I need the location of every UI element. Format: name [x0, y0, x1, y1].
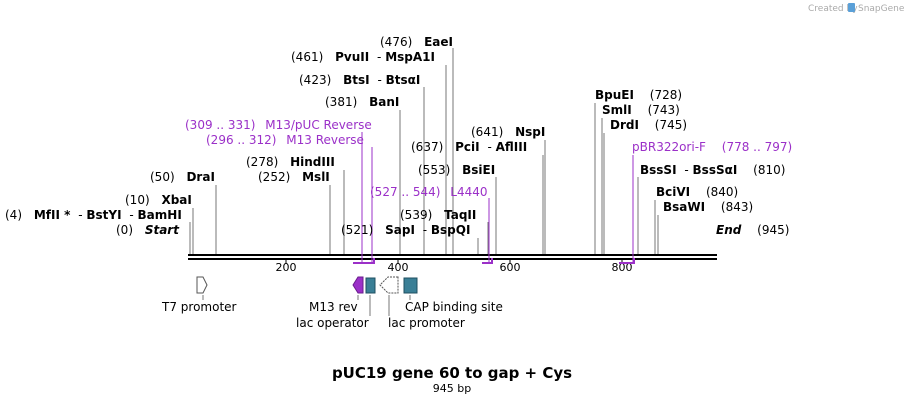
brand-text: SnapGene — [858, 4, 905, 14]
lac-operator-box — [365, 277, 376, 294]
primer-pbr322-arrow — [619, 258, 635, 264]
site-label-bsawi: BsaWI (843) — [663, 200, 753, 214]
primer-label-pbr322ori-f: pBR322ori-F (778 .. 797) — [632, 140, 792, 154]
primer-m13-arrow — [353, 258, 375, 264]
site-label-nspi: (641) NspI — [471, 125, 545, 139]
site-label-smli: SmlI (743) — [602, 103, 680, 117]
site-label-drdi: DrdI (745) — [610, 118, 687, 132]
site-label-bsiei: (553) BsiEI — [418, 163, 495, 177]
axis-tick-200: 200 — [276, 261, 297, 274]
cap-binding-site-box — [403, 277, 418, 294]
axis-tick-400: 400 — [388, 261, 409, 274]
site-label-pvuii: (461) PvuII - MspA1I — [291, 50, 435, 64]
primer-marks — [353, 132, 635, 264]
site-label-bani: (381) BanI — [325, 95, 399, 109]
site-label-bpuei: BpuEI (728) — [595, 88, 682, 102]
site-label-btsi: (423) BtsI - BtsαI — [299, 73, 420, 87]
primer-label-m13-reverse: (296 .. 312) M13 Reverse — [206, 133, 364, 147]
site-label-bsssi: BssSI - BssSαI (810) — [640, 163, 785, 177]
feature-lac-promoter: lac promoter — [388, 316, 465, 330]
credit-text: Created by — [808, 4, 858, 14]
primer-l4440-arrow — [482, 258, 493, 264]
feature-m13-rev: M13 rev — [309, 300, 358, 314]
site-label-xbai: (10) XbaI — [125, 193, 192, 207]
primer-label-l4440: (527 .. 544) L4440 — [370, 185, 488, 199]
feature-lac-operator: lac operator — [296, 316, 369, 330]
map-title: pUC19 gene 60 to gap + Cys — [332, 364, 572, 382]
lac-promoter-arrow — [379, 276, 399, 294]
site-label-msli: (252) MslI — [258, 170, 330, 184]
site-leader-lines — [189, 48, 659, 254]
site-label-taqii: (539) TaqII — [400, 208, 476, 222]
site-label-mfli: (4) MfII * - BstYI - BamHI — [5, 208, 182, 222]
m13-rev-arrow — [352, 276, 364, 294]
site-label-pcii: (637) PciI - AflIII — [411, 140, 527, 154]
axis-tick-800: 800 — [612, 261, 633, 274]
end-label: End (945) — [716, 223, 789, 237]
site-label-hindiii: (278) HindIII — [246, 155, 335, 169]
feature-t7-promoter: T7 promoter — [161, 300, 237, 314]
feature-cap-binding-site: CAP binding site — [405, 300, 503, 314]
axis-tick-600: 600 — [500, 261, 521, 274]
t7-promoter-arrow — [196, 276, 208, 294]
axis: 200 400 600 800 — [276, 260, 633, 274]
site-label-drai: (50) DraI — [150, 170, 215, 184]
start-label: (0) Start — [116, 223, 180, 237]
site-label-sapi: (521) SapI - BspQI — [341, 223, 470, 237]
site-label-eaei: (476) EaeI — [380, 35, 453, 49]
site-label-bcivi: BciVI (840) — [656, 185, 738, 199]
snapgene-logo — [848, 3, 855, 12]
map-length: 945 bp — [433, 382, 471, 395]
primer-label-m13-puc-reverse: (309 .. 331) M13/pUC Reverse — [185, 118, 372, 132]
